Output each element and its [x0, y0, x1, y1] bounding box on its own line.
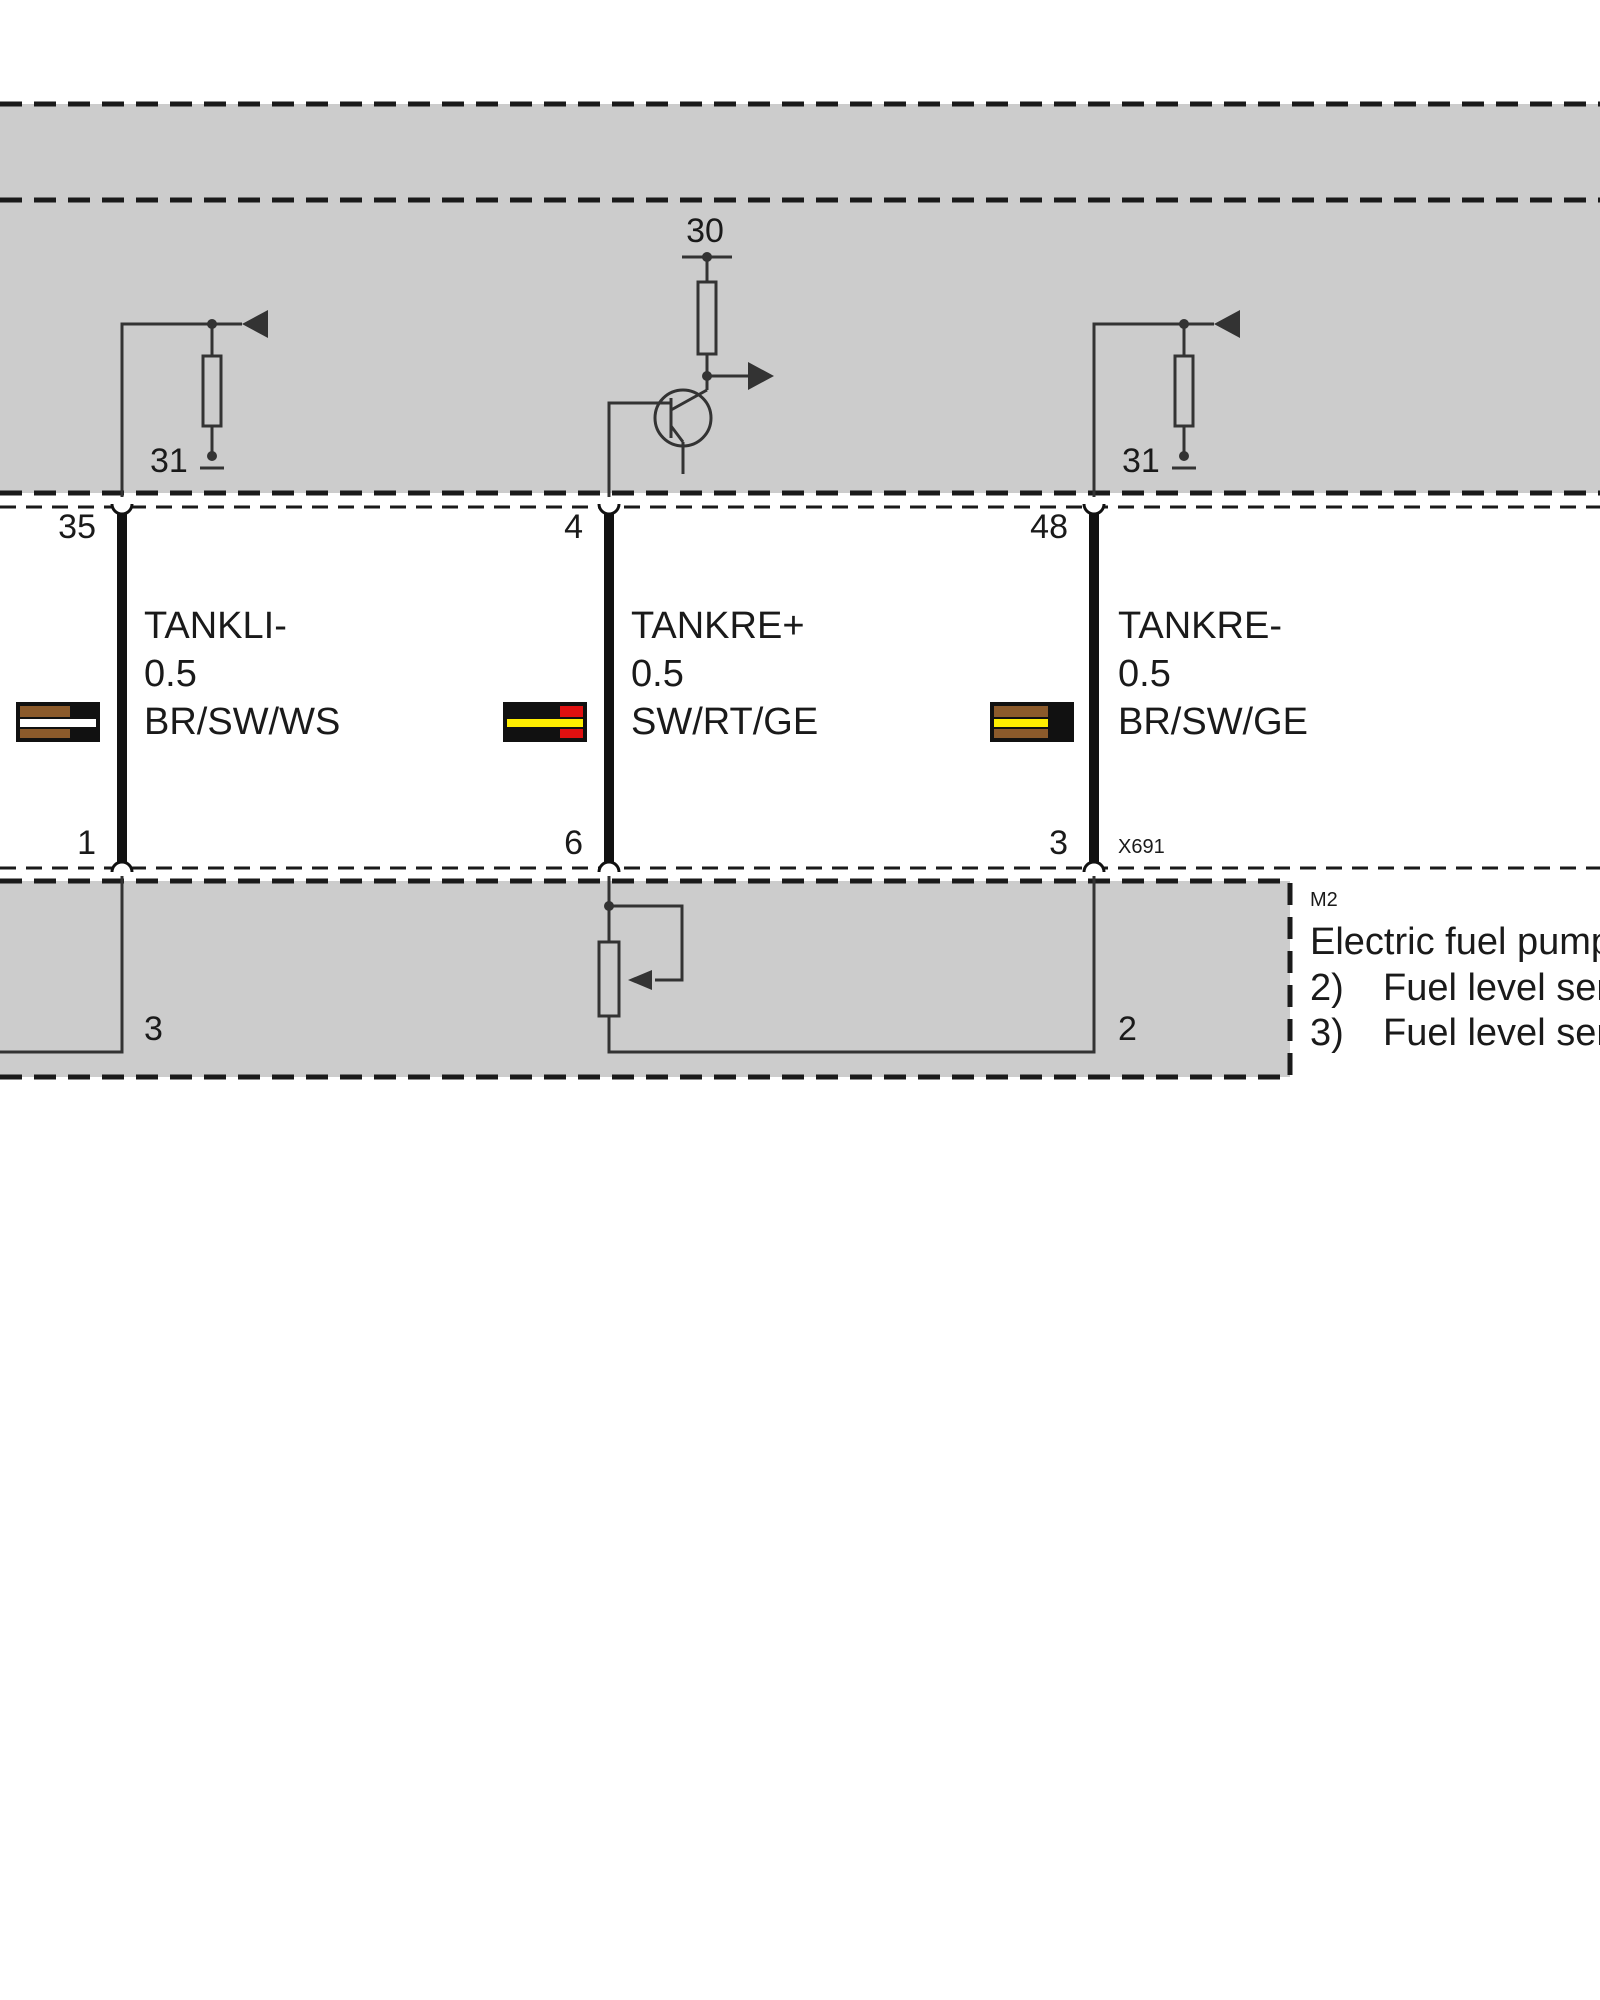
wire-tankre-plus-bottom-pin: 6	[564, 824, 583, 862]
right-output-arrow-icon	[1214, 310, 1240, 338]
wire-tankli-signal: TANKLI-	[144, 605, 287, 647]
legend-note-2-number: 2)	[1310, 967, 1344, 1009]
left-output-arrow-icon	[242, 310, 268, 338]
left-sense-circuit	[120, 310, 268, 497]
right-sense-wire	[1092, 322, 1214, 497]
lower-center-right-wire	[607, 876, 1096, 1054]
right-sense-circuit	[1092, 310, 1240, 497]
legend-note-2-text: Fuel level sensor	[1383, 967, 1600, 1009]
wire-tankli-top-terminal	[110, 503, 134, 516]
wire-tankli: 35 1 TANKLI- 0.5 BR/SW/WS	[16, 503, 340, 873]
connector-id: X691	[1118, 836, 1165, 858]
wire-tankli-color-swatch	[16, 702, 100, 742]
lower-module-circuit	[0, 876, 1096, 1054]
wire-tankre-minus-gauge: 0.5	[1118, 653, 1171, 695]
upper-module	[0, 101, 1600, 496]
center-output-arrow-icon	[748, 362, 774, 390]
transistor-collector	[670, 388, 708, 412]
wire-tankli-bottom-pin: 1	[77, 824, 96, 862]
wire-tankli-bottom-terminal	[110, 860, 134, 873]
component-title: Electric fuel pump	[1310, 921, 1600, 963]
left-ground-dot	[207, 451, 217, 461]
wire-tankre-plus-gauge: 0.5	[631, 653, 684, 695]
transistor-base-wire	[607, 401, 671, 497]
potentiometer-wiper-arrow-icon	[628, 970, 652, 990]
wire-tankre-minus-color-code: BR/SW/GE	[1118, 701, 1308, 743]
lower-left-wire	[0, 876, 124, 1054]
wire-tankre-plus: 4 6 TANKRE+ 0.5 SW/RT/GE	[503, 503, 818, 873]
wire-tankre-minus-top-terminal	[1082, 503, 1106, 516]
ground-label-right: 31	[1122, 442, 1160, 480]
right-ground-dot	[1179, 451, 1189, 461]
component-legend: M2 Electric fuel pump 2) Fuel level sens…	[1310, 889, 1600, 1054]
wire-tankli-color-code: BR/SW/WS	[144, 701, 340, 743]
left-sense-wire	[120, 322, 242, 497]
component-id: M2	[1310, 889, 1338, 911]
lower-module-pin-right: 2	[1118, 1010, 1137, 1048]
wire-tankre-plus-top-pin: 4	[564, 508, 583, 546]
wire-tankre-minus-bottom-terminal	[1082, 860, 1106, 873]
potentiometer-wiper-wire	[609, 904, 684, 982]
legend-note-3-text: Fuel level sensor	[1383, 1012, 1600, 1054]
center-driver-circuit	[607, 252, 774, 497]
wire-tankre-plus-top-terminal	[597, 503, 621, 516]
wire-tankre-minus-bottom-pin: 3	[1049, 824, 1068, 862]
wire-tankre-minus-color-swatch	[990, 702, 1074, 742]
wire-tankli-top-pin: 35	[58, 508, 96, 546]
left-resistor-icon	[201, 354, 223, 428]
right-resistor-icon	[1173, 354, 1195, 428]
transistor-emitter	[669, 425, 685, 443]
ground-label-left: 31	[150, 442, 188, 480]
wire-tankli-gauge: 0.5	[144, 653, 197, 695]
center-resistor-icon	[696, 280, 718, 356]
wire-tankre-plus-color-swatch	[503, 702, 587, 742]
wire-tankre-minus-top-pin: 48	[1030, 508, 1068, 546]
wire-tankre-plus-color-code: SW/RT/GE	[631, 701, 818, 743]
upper-module-panel	[0, 104, 1600, 493]
wire-tankre-minus-signal: TANKRE-	[1118, 605, 1282, 647]
lower-module-pin-left: 3	[144, 1010, 163, 1048]
wire-tankre-plus-signal: TANKRE+	[631, 605, 805, 647]
legend-note-3-number: 3)	[1310, 1012, 1344, 1054]
supply-label: 30	[686, 212, 724, 250]
wire-tankre-plus-bottom-terminal	[597, 860, 621, 873]
wire-tankre-minus: 48 3 TANKRE- 0.5 BR/SW/GE	[990, 503, 1308, 873]
potentiometer-icon	[597, 940, 621, 1018]
